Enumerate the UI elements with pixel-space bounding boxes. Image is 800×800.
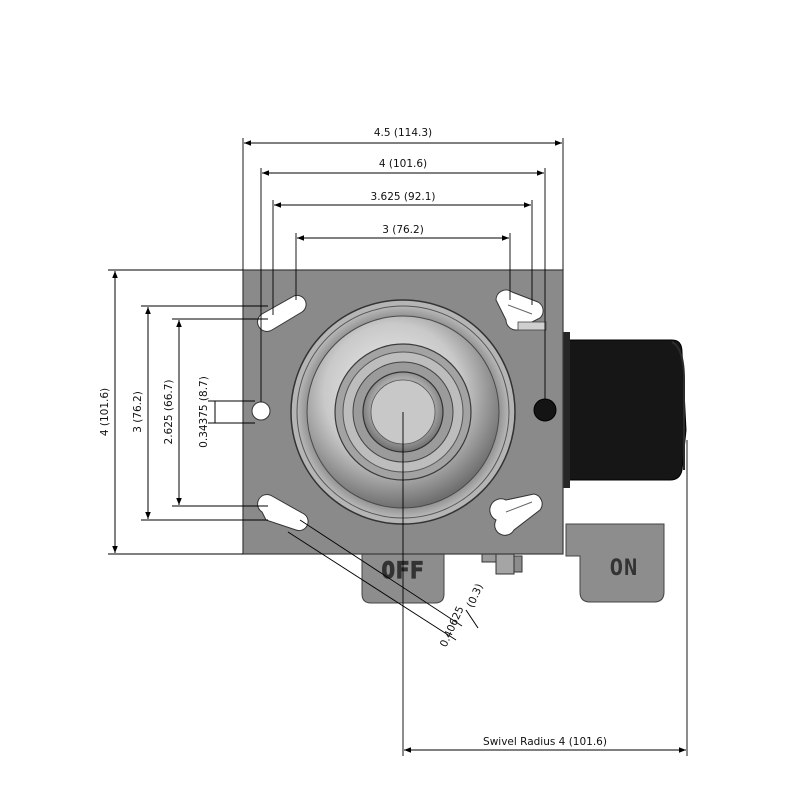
dim-overall-width: 4.5 (114.3) xyxy=(374,127,432,139)
brake-bolt xyxy=(481,551,523,575)
bolt-slot-top-right xyxy=(495,289,544,331)
bolt-slot-bottom-right xyxy=(489,493,543,536)
dim-bolt-height-2: 2.625 (66.7) xyxy=(163,380,175,445)
dim-bolt-width-3: 3 (76.2) xyxy=(382,224,424,236)
brake-off-label: OFF xyxy=(382,559,425,584)
plate-notch xyxy=(517,321,547,331)
dim-swivel-radius: Swivel Radius 4 (101.6) xyxy=(483,736,607,748)
bolt-hole-left xyxy=(251,401,271,421)
dim-bolt-hole-a: 0.40625 xyxy=(438,605,467,650)
dim-bolt-hole-b: (0.3) xyxy=(465,582,486,610)
brake-on-tab: ON xyxy=(565,523,665,603)
bolt-hole-right-filled xyxy=(533,398,557,422)
dim-bolt-width-2: 3.625 (92.1) xyxy=(371,191,436,203)
dim-bolt-height-3: 0.34375 (8.7) xyxy=(198,376,210,448)
dimension-lines xyxy=(108,138,688,756)
brake-on-label: ON xyxy=(610,556,639,581)
bolt-slot-bottom-left xyxy=(257,494,309,532)
dim-plate-height: 4 (101.6) xyxy=(99,388,111,436)
dim-bolt-width-1: 4 (101.6) xyxy=(379,158,427,170)
dim-bolt-height-1: 3 (76.2) xyxy=(132,391,144,433)
bolt-slot-top-left xyxy=(257,294,307,332)
lock-housing xyxy=(561,332,687,488)
